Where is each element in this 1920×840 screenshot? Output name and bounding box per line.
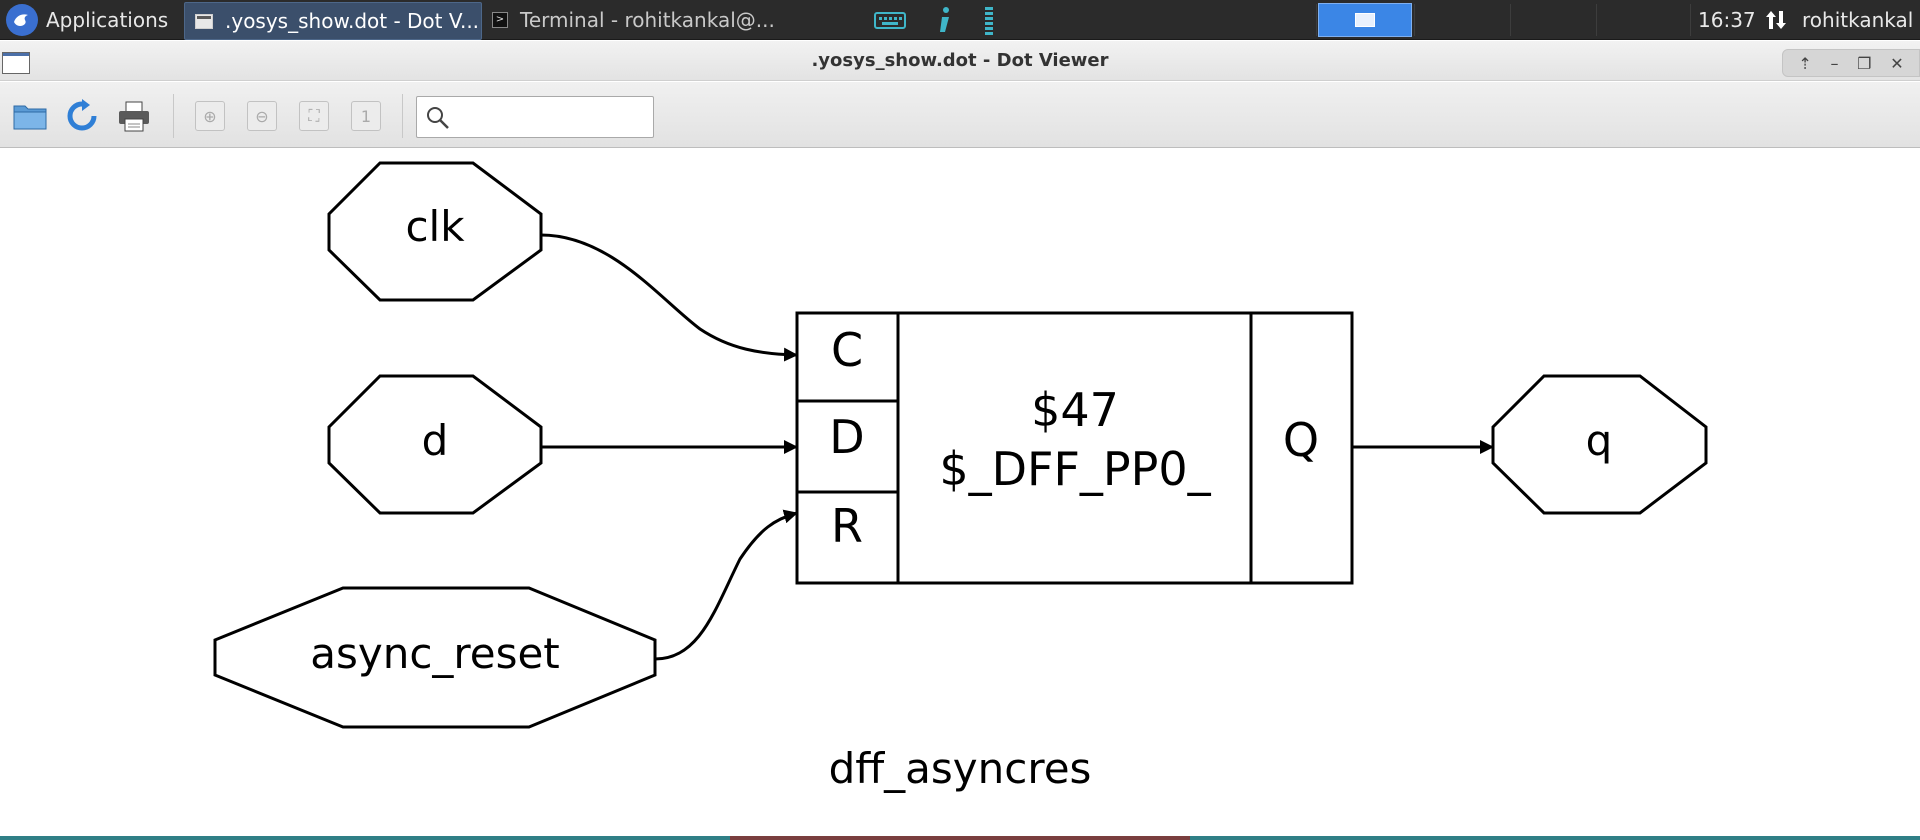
graph-drawing: clk d async_reset C D R $47 $_DFF_PP0_ Q bbox=[213, 161, 1708, 793]
user-menu[interactable]: rohitkankal bbox=[1802, 8, 1914, 32]
top-panel: Applications .yosys_show.dot - Dot V... … bbox=[0, 0, 1920, 40]
cell-id-label: $47 bbox=[1031, 383, 1119, 437]
bottom-panel-strip bbox=[0, 836, 1920, 840]
info-icon[interactable] bbox=[934, 0, 958, 40]
window-icon bbox=[195, 13, 213, 29]
cell-type-label: $_DFF_PP0_ bbox=[939, 442, 1211, 496]
zoom-in-button[interactable]: ⊕ bbox=[195, 101, 225, 131]
toolbar: ⊕ ⊖ ⛶ 1 bbox=[0, 82, 1920, 148]
dff-cell[interactable]: C D R $47 $_DFF_PP0_ Q bbox=[795, 311, 1354, 585]
close-icon[interactable]: ✕ bbox=[1890, 53, 1904, 73]
input-node-d[interactable]: d bbox=[327, 374, 543, 515]
zoom-in-icon: ⊕ bbox=[203, 106, 217, 126]
window-controls: ⇡ – ❐ ✕ bbox=[1782, 49, 1920, 77]
search-input[interactable] bbox=[457, 101, 647, 133]
zoom-fit-icon: ⛶ bbox=[308, 106, 320, 125]
edge-reset-to-r bbox=[654, 509, 798, 661]
port-c-label: C bbox=[831, 323, 863, 377]
input-node-async-reset[interactable]: async_reset bbox=[213, 586, 657, 729]
maximize-icon[interactable]: ❐ bbox=[1857, 53, 1872, 73]
workspace-divider bbox=[1510, 4, 1511, 36]
workspace-divider bbox=[1414, 4, 1415, 36]
taskbar-item-terminal[interactable]: > Terminal - rohitkankal@... bbox=[486, 0, 786, 40]
folder-icon bbox=[13, 105, 47, 130]
window-titlebar[interactable]: .yosys_show.dot - Dot Viewer ⇡ – ❐ ✕ bbox=[0, 41, 1920, 81]
search-icon bbox=[427, 107, 449, 129]
reload-button[interactable] bbox=[64, 98, 100, 134]
workspace-divider bbox=[1596, 4, 1597, 36]
node-label: clk bbox=[405, 202, 465, 251]
taskbar-item-label: .yosys_show.dot - Dot V... bbox=[225, 9, 480, 33]
input-node-clk[interactable]: clk bbox=[327, 161, 543, 302]
applications-label: Applications bbox=[46, 8, 169, 32]
port-r-label: R bbox=[831, 499, 863, 553]
node-label: d bbox=[422, 416, 449, 465]
clock[interactable]: 16:37 bbox=[1698, 8, 1756, 32]
cpu-monitor-icon[interactable] bbox=[984, 0, 996, 40]
zoom-100-button[interactable]: 1 bbox=[351, 101, 381, 131]
xfce-logo-icon bbox=[6, 4, 38, 36]
node-label: q bbox=[1586, 416, 1613, 465]
port-q-label: Q bbox=[1283, 413, 1319, 467]
window-menu-icon[interactable] bbox=[2, 52, 30, 74]
toolbar-separator bbox=[402, 94, 403, 138]
workspace-1-button[interactable] bbox=[1318, 3, 1412, 37]
zoom-100-icon: 1 bbox=[360, 106, 372, 126]
zoom-out-button[interactable]: ⊖ bbox=[247, 101, 277, 131]
printer-icon bbox=[119, 101, 149, 132]
minimize-icon[interactable]: – bbox=[1830, 53, 1839, 73]
applications-menu-button[interactable]: Applications bbox=[0, 0, 176, 40]
workspace-window-icon bbox=[1355, 13, 1375, 27]
reload-icon bbox=[67, 99, 97, 131]
module-name-label: dff_asyncres bbox=[829, 744, 1092, 793]
terminal-icon: > bbox=[492, 12, 508, 28]
window-title: .yosys_show.dot - Dot Viewer bbox=[811, 50, 1109, 71]
taskbar-item-label: Terminal - rohitkankal@... bbox=[520, 8, 775, 32]
port-d-label: D bbox=[829, 410, 864, 464]
node-label: async_reset bbox=[310, 629, 560, 678]
open-file-button[interactable] bbox=[12, 98, 48, 134]
graph-canvas[interactable]: clk d async_reset C D R $47 $_DFF_PP0_ Q bbox=[0, 149, 1920, 836]
print-button[interactable] bbox=[116, 98, 152, 134]
taskbar-item-dot-viewer[interactable]: .yosys_show.dot - Dot V... bbox=[184, 2, 482, 40]
workspace-divider bbox=[1316, 4, 1317, 36]
zoom-out-icon: ⊖ bbox=[255, 106, 269, 126]
edge-clk-to-c bbox=[540, 233, 798, 362]
network-icon[interactable] bbox=[1764, 0, 1794, 40]
keyboard-icon[interactable] bbox=[874, 0, 908, 40]
output-node-q[interactable]: q bbox=[1491, 374, 1708, 515]
shade-icon[interactable]: ⇡ bbox=[1798, 53, 1812, 73]
workspace-divider bbox=[1690, 4, 1691, 36]
search-box[interactable] bbox=[416, 96, 654, 138]
zoom-fit-button[interactable]: ⛶ bbox=[299, 101, 329, 131]
toolbar-separator bbox=[173, 94, 174, 138]
